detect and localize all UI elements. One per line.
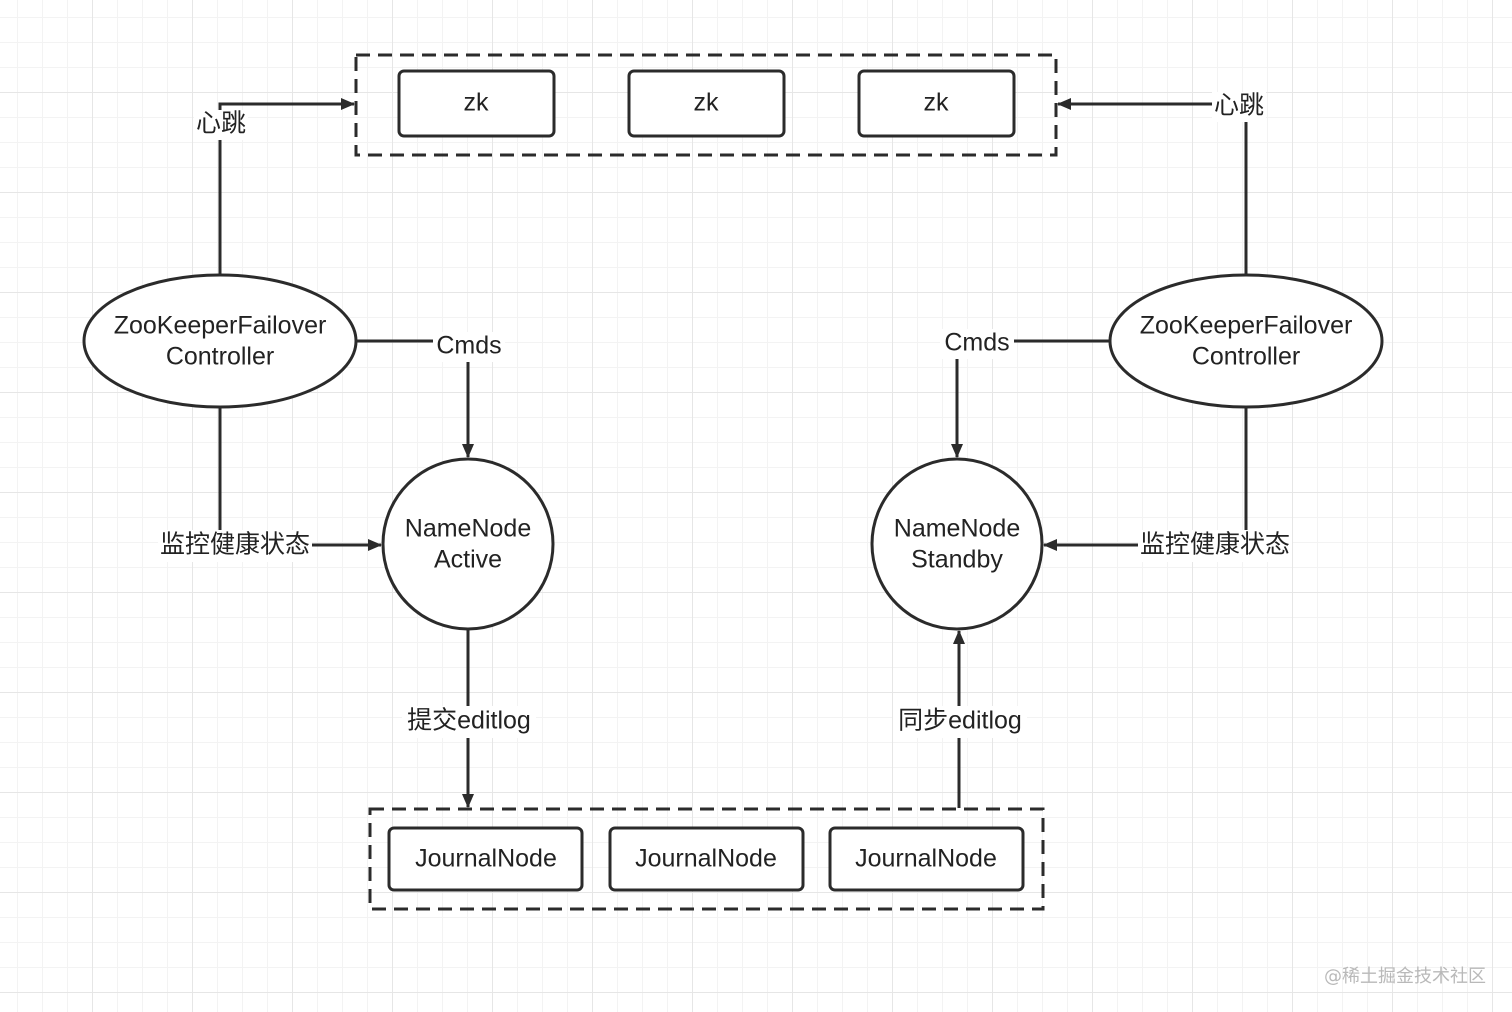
journal-node-2: JournalNode (608, 826, 805, 892)
zk-node-2-label: zk (694, 89, 720, 117)
zkfc-right-label-line1: ZooKeeperFailover (1140, 312, 1353, 340)
zk-node-1-label: zk (464, 89, 490, 117)
zkfc-left-label-line1: ZooKeeperFailover (114, 312, 327, 340)
cmds-left-edge: Cmds (356, 332, 505, 458)
journal-cluster-container (368, 807, 1045, 911)
heartbeat-right-label: 心跳 (1214, 92, 1264, 120)
heartbeat-left-edge: 心跳 (194, 98, 355, 275)
namenode-active-label-line1: NameNode (405, 515, 531, 543)
journal-node-3-label: JournalNode (855, 845, 997, 873)
journal-node-3: JournalNode (828, 826, 1025, 892)
sync-editlog-label: 同步editlog (898, 707, 1022, 735)
sync-editlog-edge: 同步editlog (893, 630, 1027, 808)
watermark: @稀土掘金技术社区 (1324, 966, 1486, 987)
namenode-active: NameNode Active (381, 457, 555, 631)
commit-editlog-label: 提交editlog (407, 707, 531, 735)
heartbeat-right-edge: 心跳 (1057, 92, 1266, 275)
cmds-right-label: Cmds (944, 329, 1009, 357)
namenode-active-label-line2: Active (434, 546, 502, 574)
heartbeat-left-label: 心跳 (196, 110, 246, 138)
namenode-standby: NameNode Standby (870, 457, 1044, 631)
cmds-left-label: Cmds (436, 332, 501, 360)
journal-node-2-label: JournalNode (635, 845, 777, 873)
journal-node-1-label: JournalNode (415, 845, 557, 873)
commit-editlog-edge: 提交editlog (402, 629, 536, 808)
monitor-right-label: 监控健康状态 (1140, 531, 1290, 559)
zkfc-left: ZooKeeperFailover Controller (82, 273, 358, 409)
journal-node-1: JournalNode (387, 826, 584, 892)
zkfc-right-label-line2: Controller (1192, 343, 1300, 371)
cmds-right-edge: Cmds (940, 329, 1110, 458)
zk-node-1: zk (397, 69, 556, 138)
zk-cluster-container (354, 53, 1058, 157)
zk-node-3: zk (857, 69, 1016, 138)
namenode-standby-label-line1: NameNode (894, 515, 1020, 543)
zkfc-left-label-line2: Controller (166, 343, 274, 371)
zkfc-right: ZooKeeperFailover Controller (1108, 273, 1384, 409)
zk-node-3-label: zk (924, 89, 950, 117)
monitor-right-edge: 监控健康状态 (1043, 407, 1292, 562)
monitor-left-label: 监控健康状态 (160, 531, 310, 559)
monitor-left-edge: 监控健康状态 (158, 407, 382, 562)
zk-node-2: zk (627, 69, 786, 138)
namenode-standby-label-line2: Standby (911, 546, 1003, 574)
